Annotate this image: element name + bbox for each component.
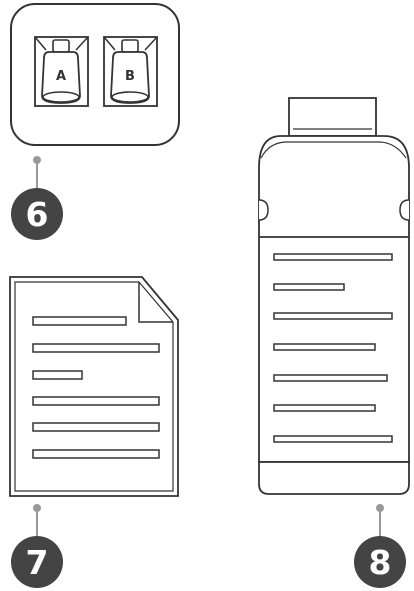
bottle-label-line — [274, 375, 387, 381]
item-6-group: A B 6 — [11, 4, 179, 240]
document-line — [33, 344, 159, 352]
item-7-group: 7 — [10, 277, 178, 588]
bottle-label-line — [274, 344, 375, 350]
bottle-label-line — [274, 284, 344, 290]
document-line — [33, 371, 82, 379]
bottle-a-compartment: A — [35, 37, 88, 106]
bottle-label-line — [274, 254, 392, 260]
item-8-group: 8 — [259, 98, 409, 588]
document-line — [33, 423, 159, 431]
bottle-b-label: B — [125, 69, 135, 84]
bottle-label-line — [274, 405, 375, 411]
bottle-a-label: A — [56, 69, 66, 84]
bottle-b-compartment: B — [104, 37, 157, 106]
item-6-number: 6 — [26, 195, 49, 234]
bottle-right-grip — [400, 200, 409, 220]
document-page — [10, 277, 178, 496]
item-7-number: 7 — [26, 543, 49, 582]
bottle-body — [259, 136, 409, 462]
bottle-base — [259, 462, 409, 494]
item-8-number: 8 — [369, 543, 392, 582]
document-line — [33, 317, 126, 325]
bottle-left-grip — [259, 200, 268, 220]
bottle-label-line — [274, 313, 392, 319]
bottle-label-line — [274, 436, 392, 442]
bottle-cap — [289, 98, 376, 136]
document-line — [33, 450, 159, 458]
document-line — [33, 397, 159, 405]
